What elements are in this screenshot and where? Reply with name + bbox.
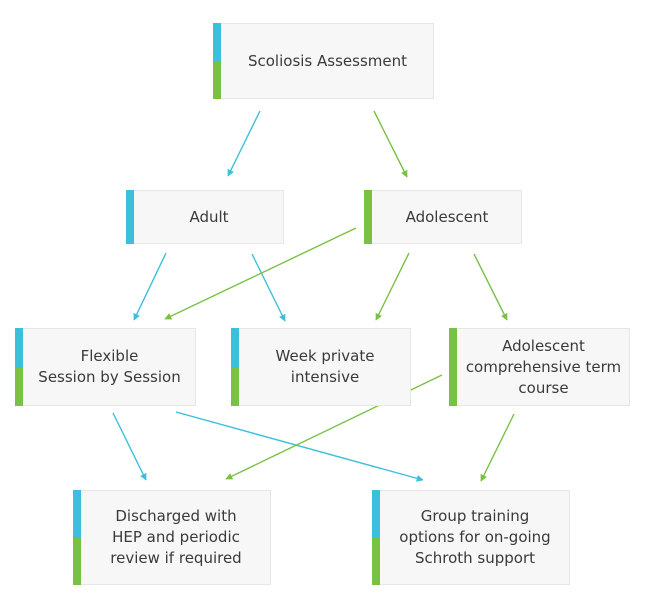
node-color-bar [15, 328, 23, 406]
node-adolescent-term-course: Adolescent comprehensive term course [449, 328, 630, 406]
arrow-adolescent-to-course [473, 253, 508, 321]
arrow-adult-to-flexible [133, 252, 167, 321]
node-color-bar [73, 490, 81, 585]
node-color-bar [213, 23, 221, 99]
node-label: Discharged with HEP and periodic review … [110, 507, 242, 567]
arrow-assessment-to-adolescent [373, 110, 408, 178]
node-label: Adult [189, 207, 229, 226]
arrow-flexible-to-group [175, 411, 424, 482]
node-adult: Adult [126, 190, 284, 244]
node-color-bar [449, 328, 457, 406]
node-discharged: Discharged with HEP and periodic review … [73, 490, 271, 585]
arrow-adult-to-week [251, 253, 286, 322]
node-label: Scoliosis Assessment [247, 51, 407, 70]
node-flexible-session: Flexible Session by Session [15, 328, 196, 406]
node-week-private-intensive: Week private intensive [231, 328, 411, 406]
arrow-adolescent-to-flexible [164, 227, 357, 320]
node-label: Adolescent comprehensive term course [465, 336, 622, 397]
arrow-assessment-to-adult [227, 110, 261, 177]
node-color-bar [231, 328, 239, 406]
node-color-bar [126, 190, 134, 244]
arrow-course-to-group [480, 413, 515, 482]
node-label: Week private intensive [275, 347, 375, 386]
arrow-adolescent-to-week [375, 252, 410, 321]
node-scoliosis-assessment: Scoliosis Assessment [213, 23, 434, 99]
arrow-flexible-to-discharged [112, 412, 147, 481]
node-label: Adolescent [405, 207, 489, 226]
node-color-bar [372, 490, 380, 585]
node-label: Flexible Session by Session [38, 347, 181, 386]
node-label: Group training options for on-going Schr… [399, 507, 551, 567]
node-color-bar [364, 190, 372, 244]
node-adolescent: Adolescent [364, 190, 522, 244]
node-group-training: Group training options for on-going Schr… [372, 490, 570, 585]
